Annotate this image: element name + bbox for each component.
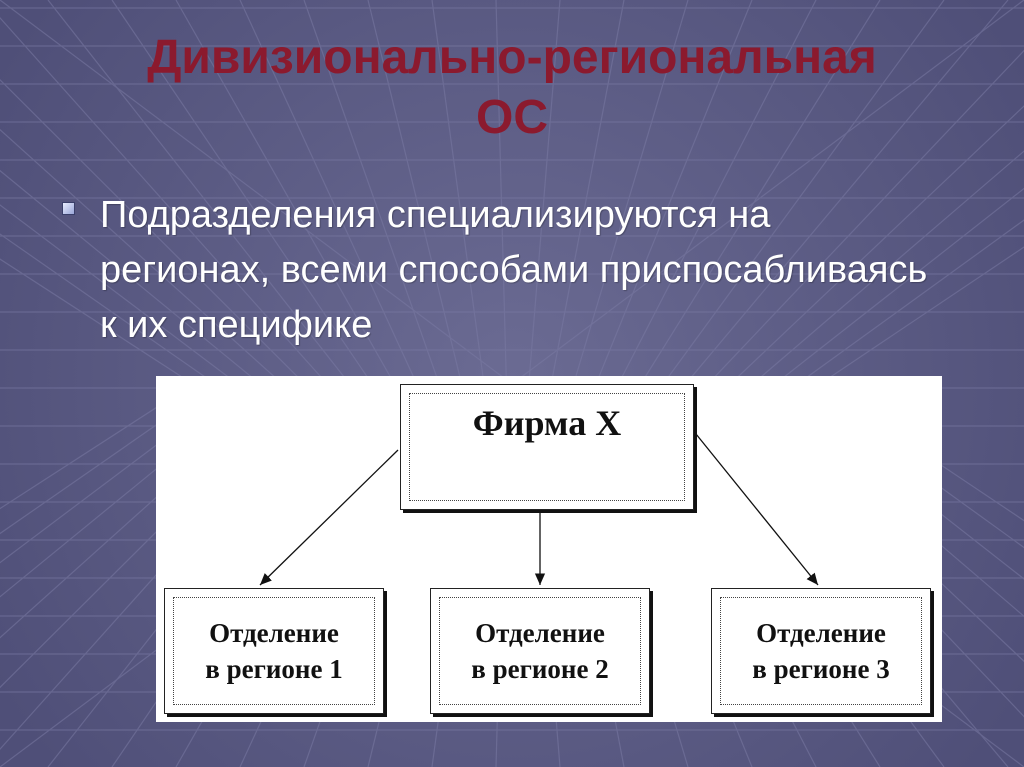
arrow-to-branch-1 bbox=[259, 449, 399, 586]
org-structure-diagram: Фирма Х Отделение в регионе 1 Отделение … bbox=[156, 376, 942, 722]
branch-3-line-1: Отделение bbox=[756, 618, 886, 648]
bullet-text: Подразделения специализируются на регион… bbox=[100, 194, 928, 346]
branch-node-1: Отделение в регионе 1 bbox=[164, 588, 384, 714]
root-node-label: Фирма Х bbox=[472, 403, 622, 443]
branch-node-2: Отделение в регионе 2 bbox=[430, 588, 650, 714]
branch-3-line-2: в регионе 3 bbox=[752, 654, 890, 684]
diagram-connectors bbox=[259, 433, 819, 586]
branch-1-line-2: в регионе 1 bbox=[205, 654, 343, 684]
title-line-1: Дивизионально-региональная bbox=[147, 31, 877, 84]
branch-1-line-1: Отделение bbox=[209, 618, 339, 648]
branch-node-3: Отделение в регионе 3 bbox=[711, 588, 931, 714]
branch-2-line-2: в регионе 2 bbox=[471, 654, 609, 684]
square-bullet-icon bbox=[62, 202, 75, 215]
slide-title: Дивизионально-региональная ОС bbox=[0, 28, 1024, 148]
arrow-to-branch-3 bbox=[695, 433, 819, 586]
title-line-2: ОС bbox=[476, 91, 548, 144]
branch-2-line-1: Отделение bbox=[475, 618, 605, 648]
root-node-box: Фирма Х bbox=[400, 384, 694, 510]
